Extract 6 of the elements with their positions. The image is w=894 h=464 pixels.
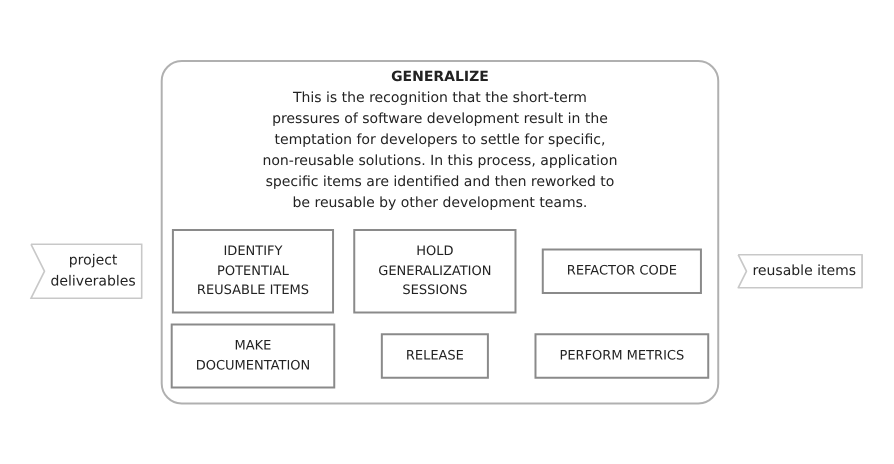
node-box: REFACTOR CODE xyxy=(542,248,702,294)
node-box: HOLD GENERALIZATION SESSIONS xyxy=(354,228,517,314)
node-box: RELEASE xyxy=(381,333,490,378)
node-box: PERFORM METRICS xyxy=(534,333,710,378)
node-box: MAKE DOCUMENTATION xyxy=(171,323,336,388)
node-box: IDENTIFY POTENTIAL REUSABLE ITEMS xyxy=(172,228,334,314)
